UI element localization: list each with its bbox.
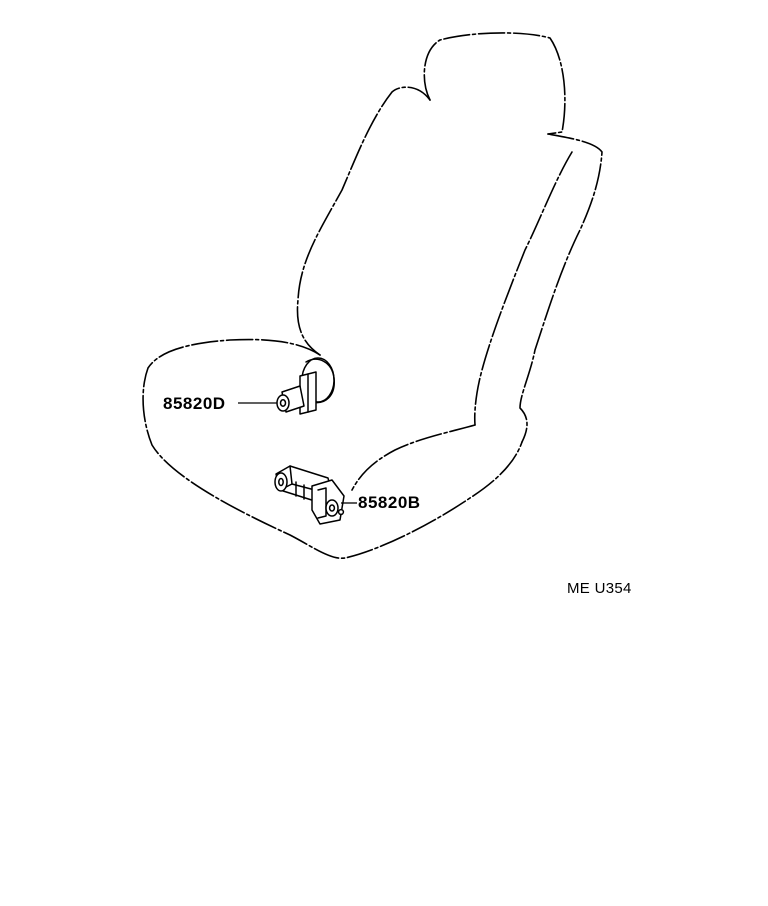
part-number-label-85820b: 85820B bbox=[358, 493, 421, 512]
seat-outline-icon bbox=[142, 32, 603, 559]
seat-motor-assembly-icon bbox=[274, 465, 345, 525]
cushion-crease bbox=[351, 424, 476, 491]
seatback-fold-line bbox=[473, 151, 573, 426]
part-number-label-85820d: 85820D bbox=[163, 394, 226, 413]
cushion-outline bbox=[142, 338, 523, 559]
diagram-code: ME U354 bbox=[567, 580, 632, 597]
seatback-rear-outline bbox=[519, 133, 603, 443]
seatback-outline bbox=[296, 86, 431, 356]
headrest-outline bbox=[423, 32, 566, 135]
seat-motor-icon bbox=[276, 357, 335, 415]
